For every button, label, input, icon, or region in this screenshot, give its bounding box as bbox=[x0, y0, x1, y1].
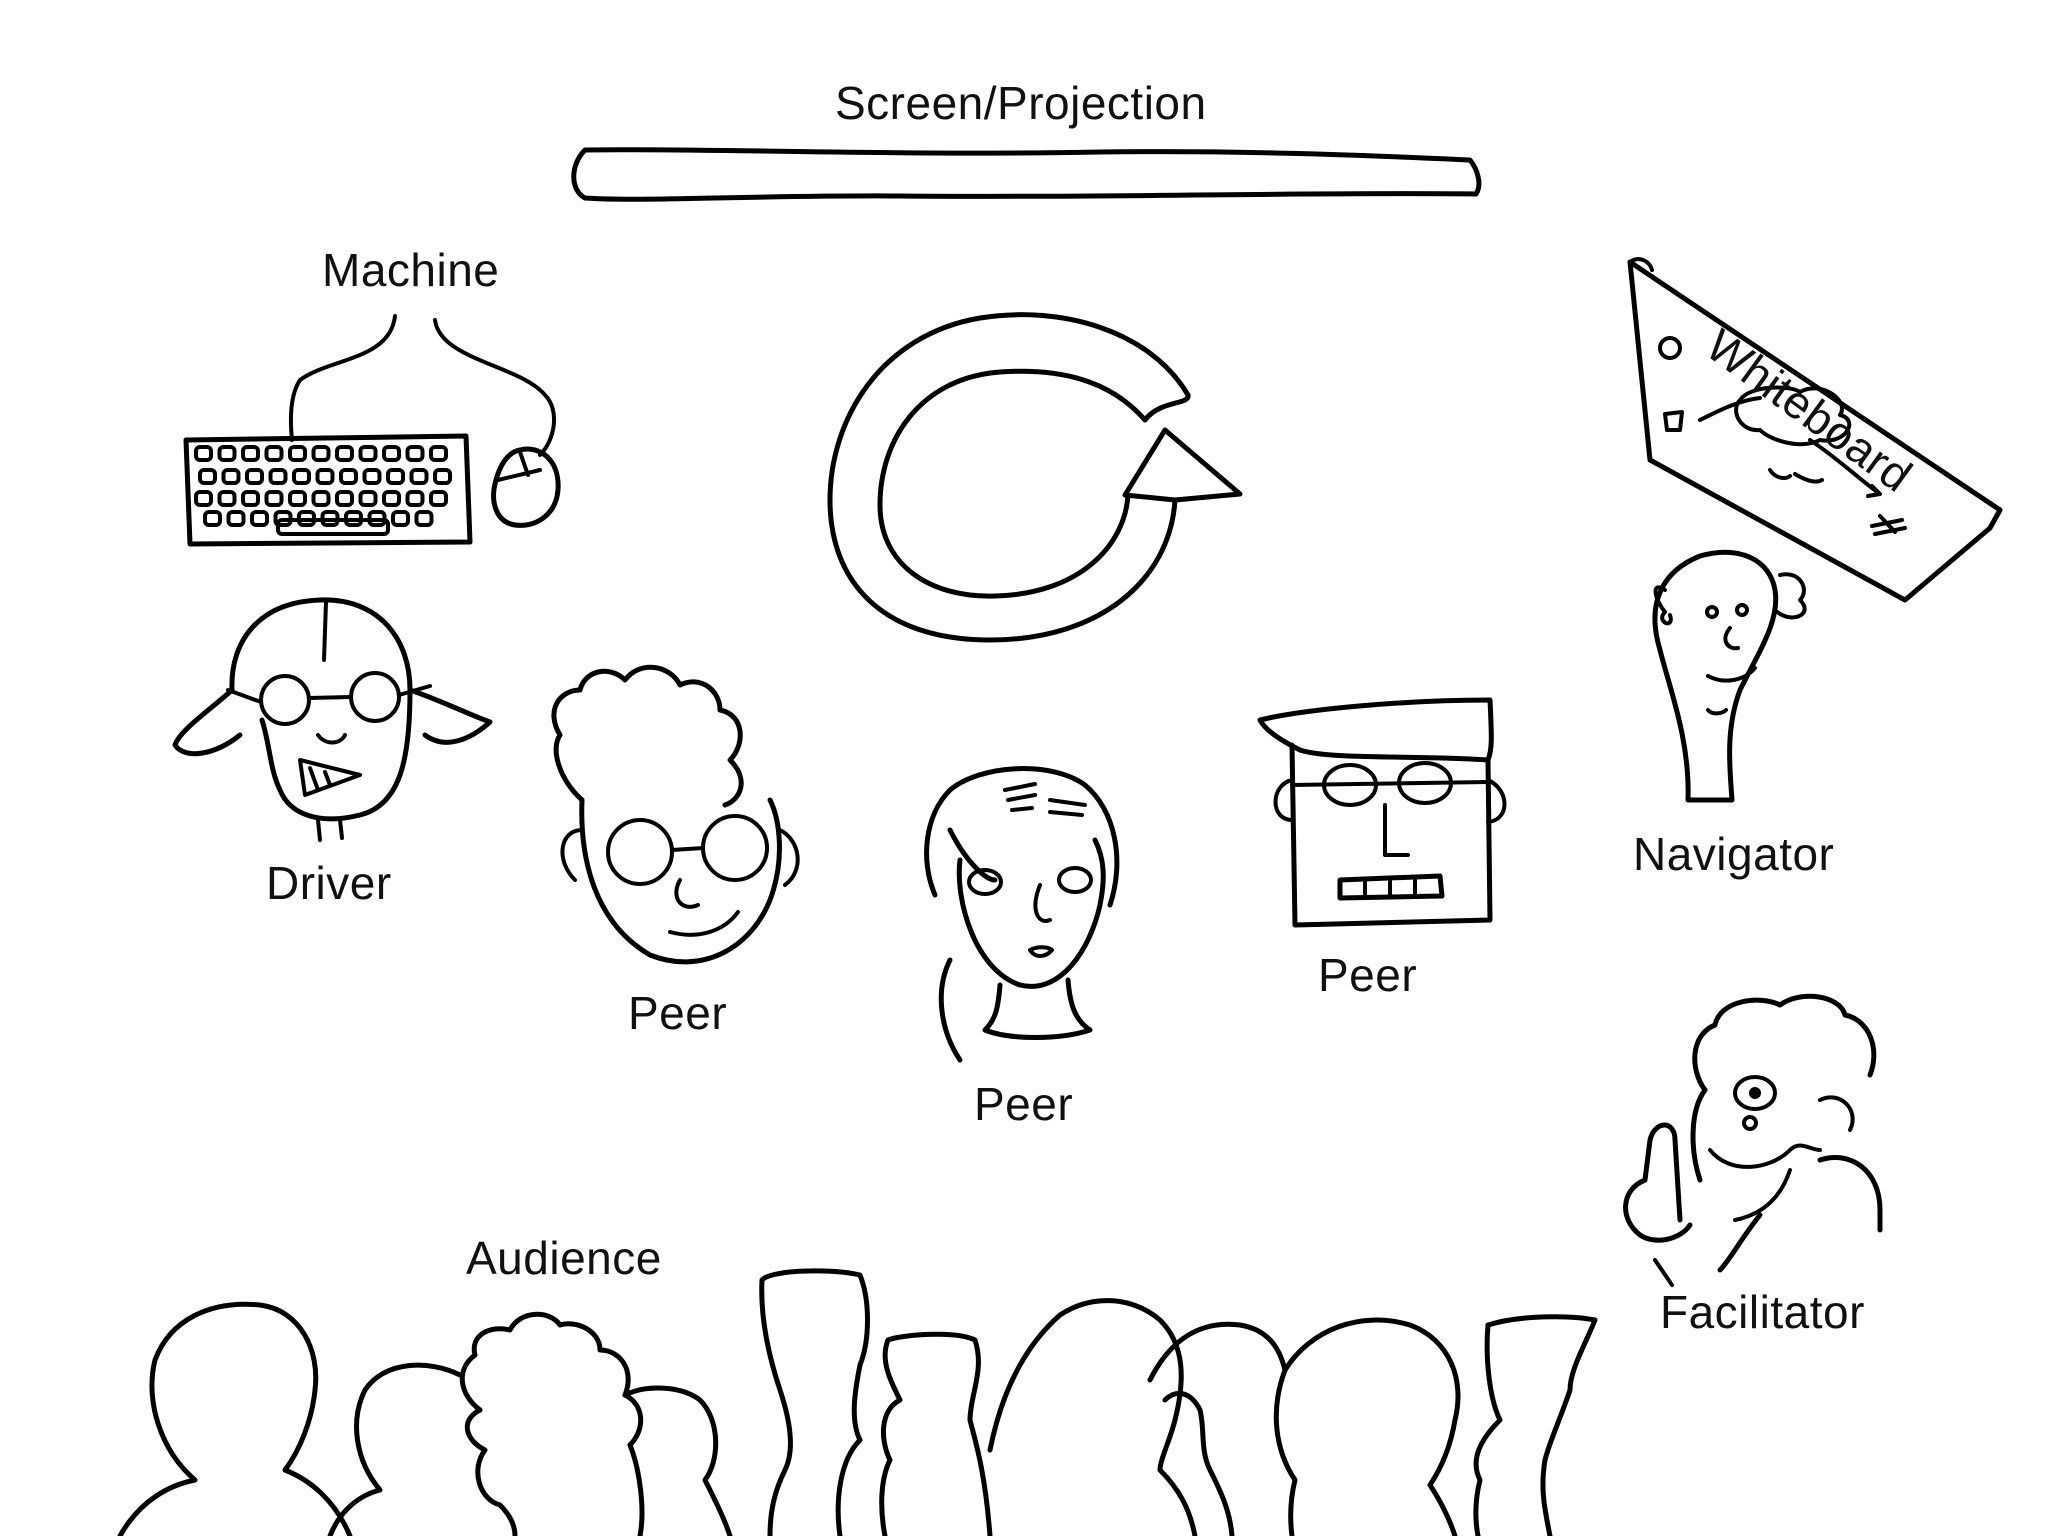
keyboard-key bbox=[243, 447, 258, 460]
keyboard-key bbox=[196, 492, 211, 505]
facilitator-figure bbox=[1626, 996, 1880, 1285]
keyboard-key bbox=[247, 470, 262, 483]
keyboard-key bbox=[294, 470, 309, 483]
peer-figure-1 bbox=[554, 667, 798, 962]
keyboard-key bbox=[196, 447, 211, 460]
mouse-icon bbox=[494, 449, 559, 525]
keyboard-key bbox=[314, 492, 329, 505]
machine-label: Machine bbox=[322, 243, 499, 297]
keyboard-key bbox=[341, 470, 356, 483]
keyboard-key bbox=[365, 470, 380, 483]
navigator-label: Navigator bbox=[1633, 827, 1834, 881]
keyboard-key bbox=[435, 470, 450, 483]
peer-label-3: Peer bbox=[1318, 948, 1417, 1002]
keyboard-key bbox=[200, 470, 215, 483]
keyboard-key bbox=[267, 492, 282, 505]
navigator-figure bbox=[1655, 552, 1805, 800]
keyboard-key bbox=[318, 470, 333, 483]
keyboard-key bbox=[412, 470, 427, 483]
keyboard-key bbox=[314, 447, 329, 460]
keyboard-key bbox=[205, 512, 220, 525]
keyboard-key bbox=[384, 492, 399, 505]
keyboard-key bbox=[393, 512, 408, 525]
keyboard-key bbox=[431, 447, 446, 460]
keyboard-key bbox=[220, 492, 235, 505]
keyboard-key bbox=[290, 492, 305, 505]
keyboard-key bbox=[337, 447, 352, 460]
driver-label: Driver bbox=[266, 856, 392, 910]
peer-label-1: Peer bbox=[628, 986, 727, 1040]
keyboard-key bbox=[361, 492, 376, 505]
peer-label-2: Peer bbox=[974, 1077, 1073, 1131]
keyboard-icon bbox=[186, 436, 470, 544]
keyboard-key bbox=[271, 470, 286, 483]
keyboard-key bbox=[220, 447, 235, 460]
keyboard-key bbox=[243, 492, 258, 505]
screen-label: Screen/Projection bbox=[835, 76, 1207, 130]
keyboard-key bbox=[252, 512, 267, 525]
audience-label: Audience bbox=[466, 1231, 662, 1285]
keyboard-key bbox=[431, 492, 446, 505]
peer-figure-2 bbox=[927, 769, 1117, 1060]
keyboard-key bbox=[267, 447, 282, 460]
facilitator-label: Facilitator bbox=[1660, 1285, 1865, 1339]
keyboard-key bbox=[388, 470, 403, 483]
screen-bar bbox=[574, 150, 1479, 200]
keyboard-key bbox=[229, 512, 244, 525]
keyboard-key bbox=[337, 492, 352, 505]
keyboard-key bbox=[361, 447, 376, 460]
keyboard-key bbox=[408, 447, 423, 460]
driver-figure bbox=[175, 600, 490, 840]
keyboard-key bbox=[408, 492, 423, 505]
keyboard-key bbox=[224, 470, 239, 483]
keyboard-key bbox=[384, 447, 399, 460]
audience-silhouettes bbox=[120, 1271, 1595, 1536]
cycle-arrow-icon bbox=[830, 315, 1240, 640]
peer-figure-3 bbox=[1260, 700, 1505, 925]
keyboard-key bbox=[417, 512, 432, 525]
keyboard-key bbox=[290, 447, 305, 460]
